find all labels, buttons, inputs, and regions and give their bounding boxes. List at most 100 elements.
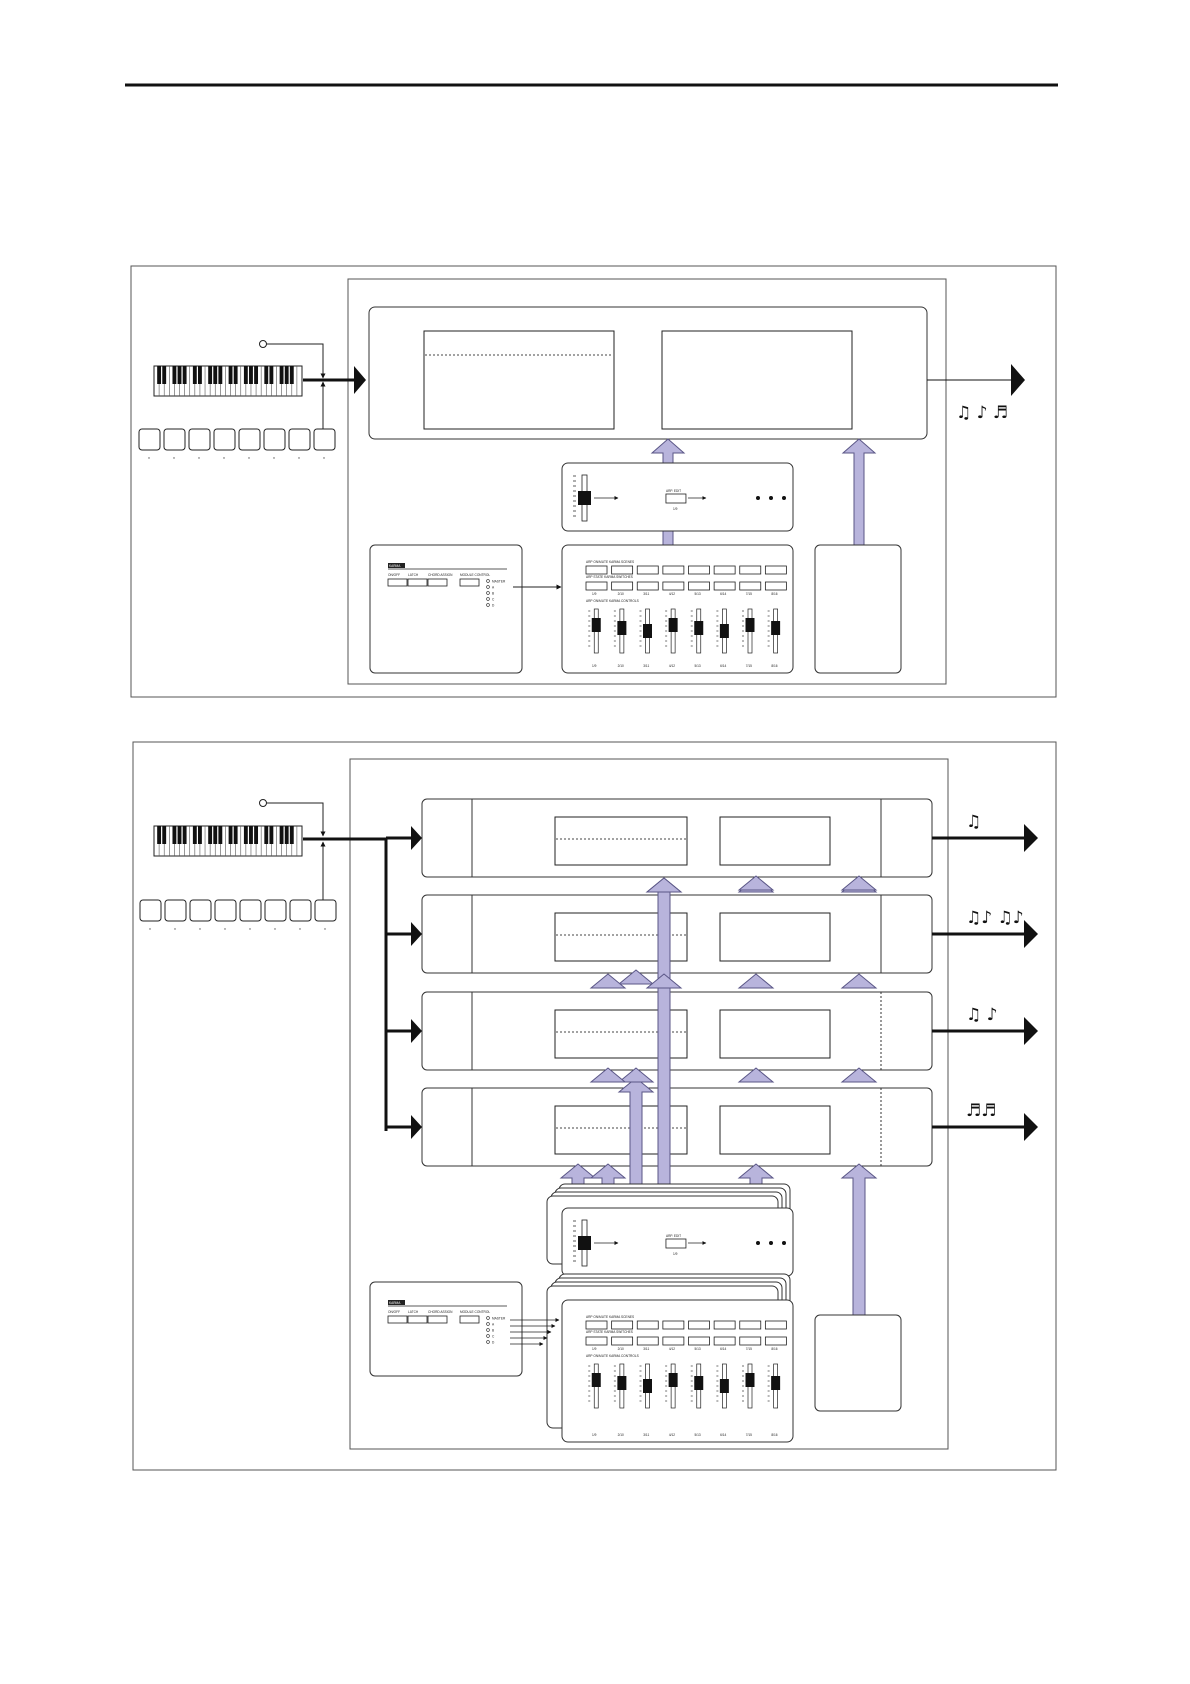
slider-knob xyxy=(591,618,601,632)
key-dot xyxy=(173,457,175,459)
footswitch-key xyxy=(189,899,212,922)
slot-label: 2/10 xyxy=(618,592,624,596)
karma-header-badge xyxy=(388,563,405,568)
control-button-label: LATCH xyxy=(408,1310,419,1314)
slider-knob xyxy=(643,1379,652,1393)
slot-label: 1/9 xyxy=(592,1347,597,1351)
black-key xyxy=(197,366,202,384)
black-key xyxy=(218,366,223,384)
module-led xyxy=(486,1322,490,1326)
scene-button xyxy=(636,1320,659,1330)
footswitch-key xyxy=(314,899,337,922)
output-notes: ♫♪ ♫♪ xyxy=(966,908,1024,928)
slot-label: 1/9 xyxy=(592,592,597,596)
slot-label: 7/15 xyxy=(746,664,752,668)
slot-label: 2/10 xyxy=(618,664,624,668)
black-key xyxy=(254,366,259,384)
black-key xyxy=(192,826,197,844)
outer-frame xyxy=(132,741,1057,1471)
slot-label: 3/11 xyxy=(643,592,649,596)
footswitch-key xyxy=(313,428,336,451)
slot-label: 4/12 xyxy=(669,664,675,668)
switch-button xyxy=(662,581,685,591)
control-button-label: MODULE CONTROL xyxy=(460,573,490,577)
black-key xyxy=(233,366,238,384)
up-arrow xyxy=(737,875,775,891)
arp-edit-label: ARP. EDIT xyxy=(666,1234,681,1238)
more-dot xyxy=(769,1241,773,1245)
scene-button xyxy=(739,1320,762,1330)
parameter-box xyxy=(719,912,831,962)
karma-panel-body xyxy=(369,1281,523,1377)
key-dot xyxy=(223,457,225,459)
switch-button xyxy=(764,581,787,591)
slider-knob xyxy=(668,1373,678,1387)
arp-edit-slot: 1/9 xyxy=(673,1252,678,1256)
footswitch-key xyxy=(188,428,211,451)
footswitch-key xyxy=(289,899,312,922)
module-led-label: D xyxy=(492,604,495,608)
more-dot xyxy=(782,1241,786,1245)
input-arrow xyxy=(411,826,422,850)
footswitch-key xyxy=(263,428,286,451)
module-led xyxy=(486,1328,490,1332)
key-dot xyxy=(174,928,176,930)
slot-label: 2/10 xyxy=(618,1347,624,1351)
switch-button xyxy=(636,581,659,591)
slot-label: 7/15 xyxy=(746,1347,752,1351)
slider-knob xyxy=(578,491,591,505)
footswitch-key xyxy=(264,899,287,922)
module-led-label: MASTER xyxy=(492,1317,506,1321)
output-arrow xyxy=(1024,1113,1038,1141)
realtime-control-panel-stack: ARP. EDIT 1/9 xyxy=(546,1183,794,1277)
karma-modules: ♫♫♪ ♫♪♫ ♪♬♬ xyxy=(386,798,1038,1167)
scene-button xyxy=(688,565,710,575)
scene-button xyxy=(688,1320,710,1330)
karma-header: KARMA xyxy=(389,1301,401,1305)
slot-label: 1/9 xyxy=(592,1433,597,1437)
output-notes: ♫ xyxy=(966,812,981,832)
more-dot xyxy=(782,496,786,500)
module-led-label: C xyxy=(492,598,495,602)
footswitch-key xyxy=(138,428,161,451)
black-key xyxy=(213,366,218,384)
slot-label: 5/13 xyxy=(695,592,701,596)
key-dot xyxy=(199,928,201,930)
key-dot xyxy=(224,928,226,930)
slot-label: 1/9 xyxy=(592,664,597,668)
switch-button xyxy=(662,1336,685,1346)
scene-button xyxy=(636,565,659,575)
slider-knob xyxy=(591,1373,601,1387)
scene-button xyxy=(739,565,762,575)
up-arrow xyxy=(589,1067,627,1083)
black-key xyxy=(157,826,162,844)
module-led xyxy=(486,1316,490,1320)
module-led-label: B xyxy=(492,592,494,596)
scene-button xyxy=(611,565,634,575)
module-led-label: C xyxy=(492,1335,495,1339)
slot-label: 5/13 xyxy=(695,1347,701,1351)
output-arrow xyxy=(1024,920,1038,948)
footswitch-key xyxy=(238,428,261,451)
output-arrow xyxy=(1024,824,1038,852)
module-led xyxy=(486,603,490,607)
key-dot xyxy=(198,457,200,459)
module-led xyxy=(486,597,490,601)
scene-button xyxy=(585,1320,608,1330)
control-button xyxy=(427,578,448,587)
slider-knob xyxy=(668,618,678,632)
black-key xyxy=(243,826,248,844)
control-button xyxy=(407,1315,428,1324)
slider-knob xyxy=(771,1376,781,1390)
up-arrow xyxy=(840,1163,878,1316)
input-arrow xyxy=(411,922,422,946)
switch-button xyxy=(713,1336,736,1346)
footswitch-key xyxy=(163,428,186,451)
trigger-input-dot xyxy=(259,340,267,348)
up-arrow xyxy=(737,1067,775,1083)
row-label: ARP ON/MUTE KARMA CONTROLS xyxy=(586,1354,639,1358)
parameter-box xyxy=(719,1105,831,1155)
